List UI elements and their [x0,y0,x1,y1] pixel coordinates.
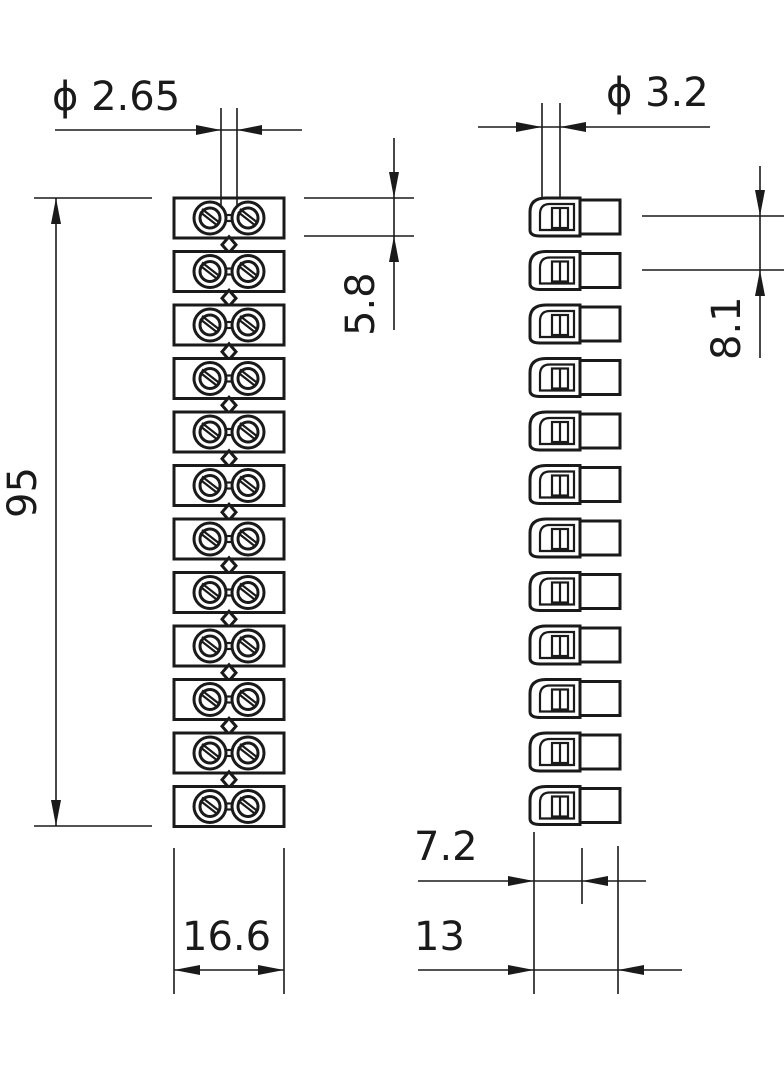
terminal-cell [172,410,286,454]
side-terminal-cell [528,678,622,719]
side-wire-entry [578,680,622,717]
screw-head-icon [192,789,228,824]
side-wire-entry [578,733,622,771]
side-terminal-cell [528,731,622,773]
screw-head-icon [230,521,266,557]
side-pitch-label: 8.1 [704,296,750,360]
screw-head-icon [230,468,266,503]
side-inner-clamp [538,309,576,339]
side-terminal-cell [528,410,622,452]
side-terminal-cell [528,571,622,612]
terminal-frame [172,250,286,293]
terminal-cell [172,678,286,721]
side-wire-entry [578,626,622,664]
side-inner-clamp [538,363,576,392]
terminal-frame [172,678,286,721]
screw-head-icon [192,521,228,557]
front-view-dimensions [34,108,414,994]
side-inner-clamp [538,256,576,285]
side-wire-entry [578,787,622,824]
screw-head-icon [230,628,266,664]
side-inner-clamp [538,470,576,499]
side-inner-clamp [538,523,576,553]
screw-head-icon [230,200,266,236]
terminal-cell [172,250,286,293]
terminal-frame [172,517,286,561]
screw-head-icon [192,575,228,610]
side-wire-entry [578,359,622,396]
side-inner-clamp [538,684,576,713]
side-wire-entry [578,412,622,450]
side-inner-clamp [538,202,576,232]
screw-head-icon [230,735,266,771]
terminal-cell [172,357,286,400]
side-view-dimensions [418,103,784,994]
side-inner-clamp [538,416,576,446]
screw-head-icon [192,307,228,343]
side-inner-clamp [538,577,576,606]
screw-head-icon [230,414,266,450]
terminal-frame [172,357,286,400]
side-terminal-cell [528,196,622,238]
terminal-cell [172,517,286,561]
side-inner-clamp [538,791,576,820]
screw-head-icon [192,628,228,664]
terminal-cell [172,464,286,507]
terminal-cell [172,571,286,614]
side-terminal-cell [528,517,622,559]
side-terminal-cell [528,785,622,826]
side-wire-entry [578,305,622,343]
side-wire-entry [578,573,622,610]
side-wire-entry [578,198,622,236]
side-terminal-cell [528,464,622,505]
screw-head-icon [192,200,228,236]
terminal-frame [172,571,286,614]
front-width-label: 16.6 [182,914,271,960]
side-offset-label: 7.2 [414,824,478,870]
screw-head-icon [192,361,228,396]
side-wire-entry [578,519,622,557]
front-pitch-label: 5.8 [338,272,384,336]
terminal-frame [172,464,286,507]
screw-head-icon [192,414,228,450]
side-view-terminal-strip [528,196,622,826]
screw-head-icon [230,307,266,343]
terminal-cell [172,731,286,775]
front-total-length-label: 95 [0,467,46,518]
screw-head-icon [230,575,266,610]
side-terminal-cell [528,624,622,666]
screw-head-icon [192,682,228,717]
screw-head-icon [230,361,266,396]
terminal-frame [172,196,286,240]
side-depth-label: 13 [414,914,465,960]
side-terminal-cell [528,303,622,345]
screw-head-icon [192,468,228,503]
side-screw-diameter-label: ϕ 3.2 [606,70,709,116]
side-terminal-cell [528,250,622,291]
front-view-terminal-strip [172,196,286,828]
side-wire-entry [578,466,622,503]
side-inner-clamp [538,630,576,660]
terminal-cell [172,785,286,828]
front-wire-diameter-label: ϕ 2.65 [52,74,180,120]
terminal-frame [172,731,286,775]
screw-head-icon [192,254,228,289]
screw-head-icon [192,735,228,771]
terminal-frame [172,785,286,828]
terminal-frame [172,410,286,454]
terminal-frame [172,303,286,347]
terminal-cell [172,624,286,668]
screw-head-icon [230,254,266,289]
side-inner-clamp [538,737,576,767]
terminal-cell [172,303,286,347]
screw-head-icon [230,789,266,824]
screw-head-icon [230,682,266,717]
terminal-cell [172,196,286,240]
terminal-frame [172,624,286,668]
side-wire-entry [578,252,622,289]
side-terminal-cell [528,357,622,398]
